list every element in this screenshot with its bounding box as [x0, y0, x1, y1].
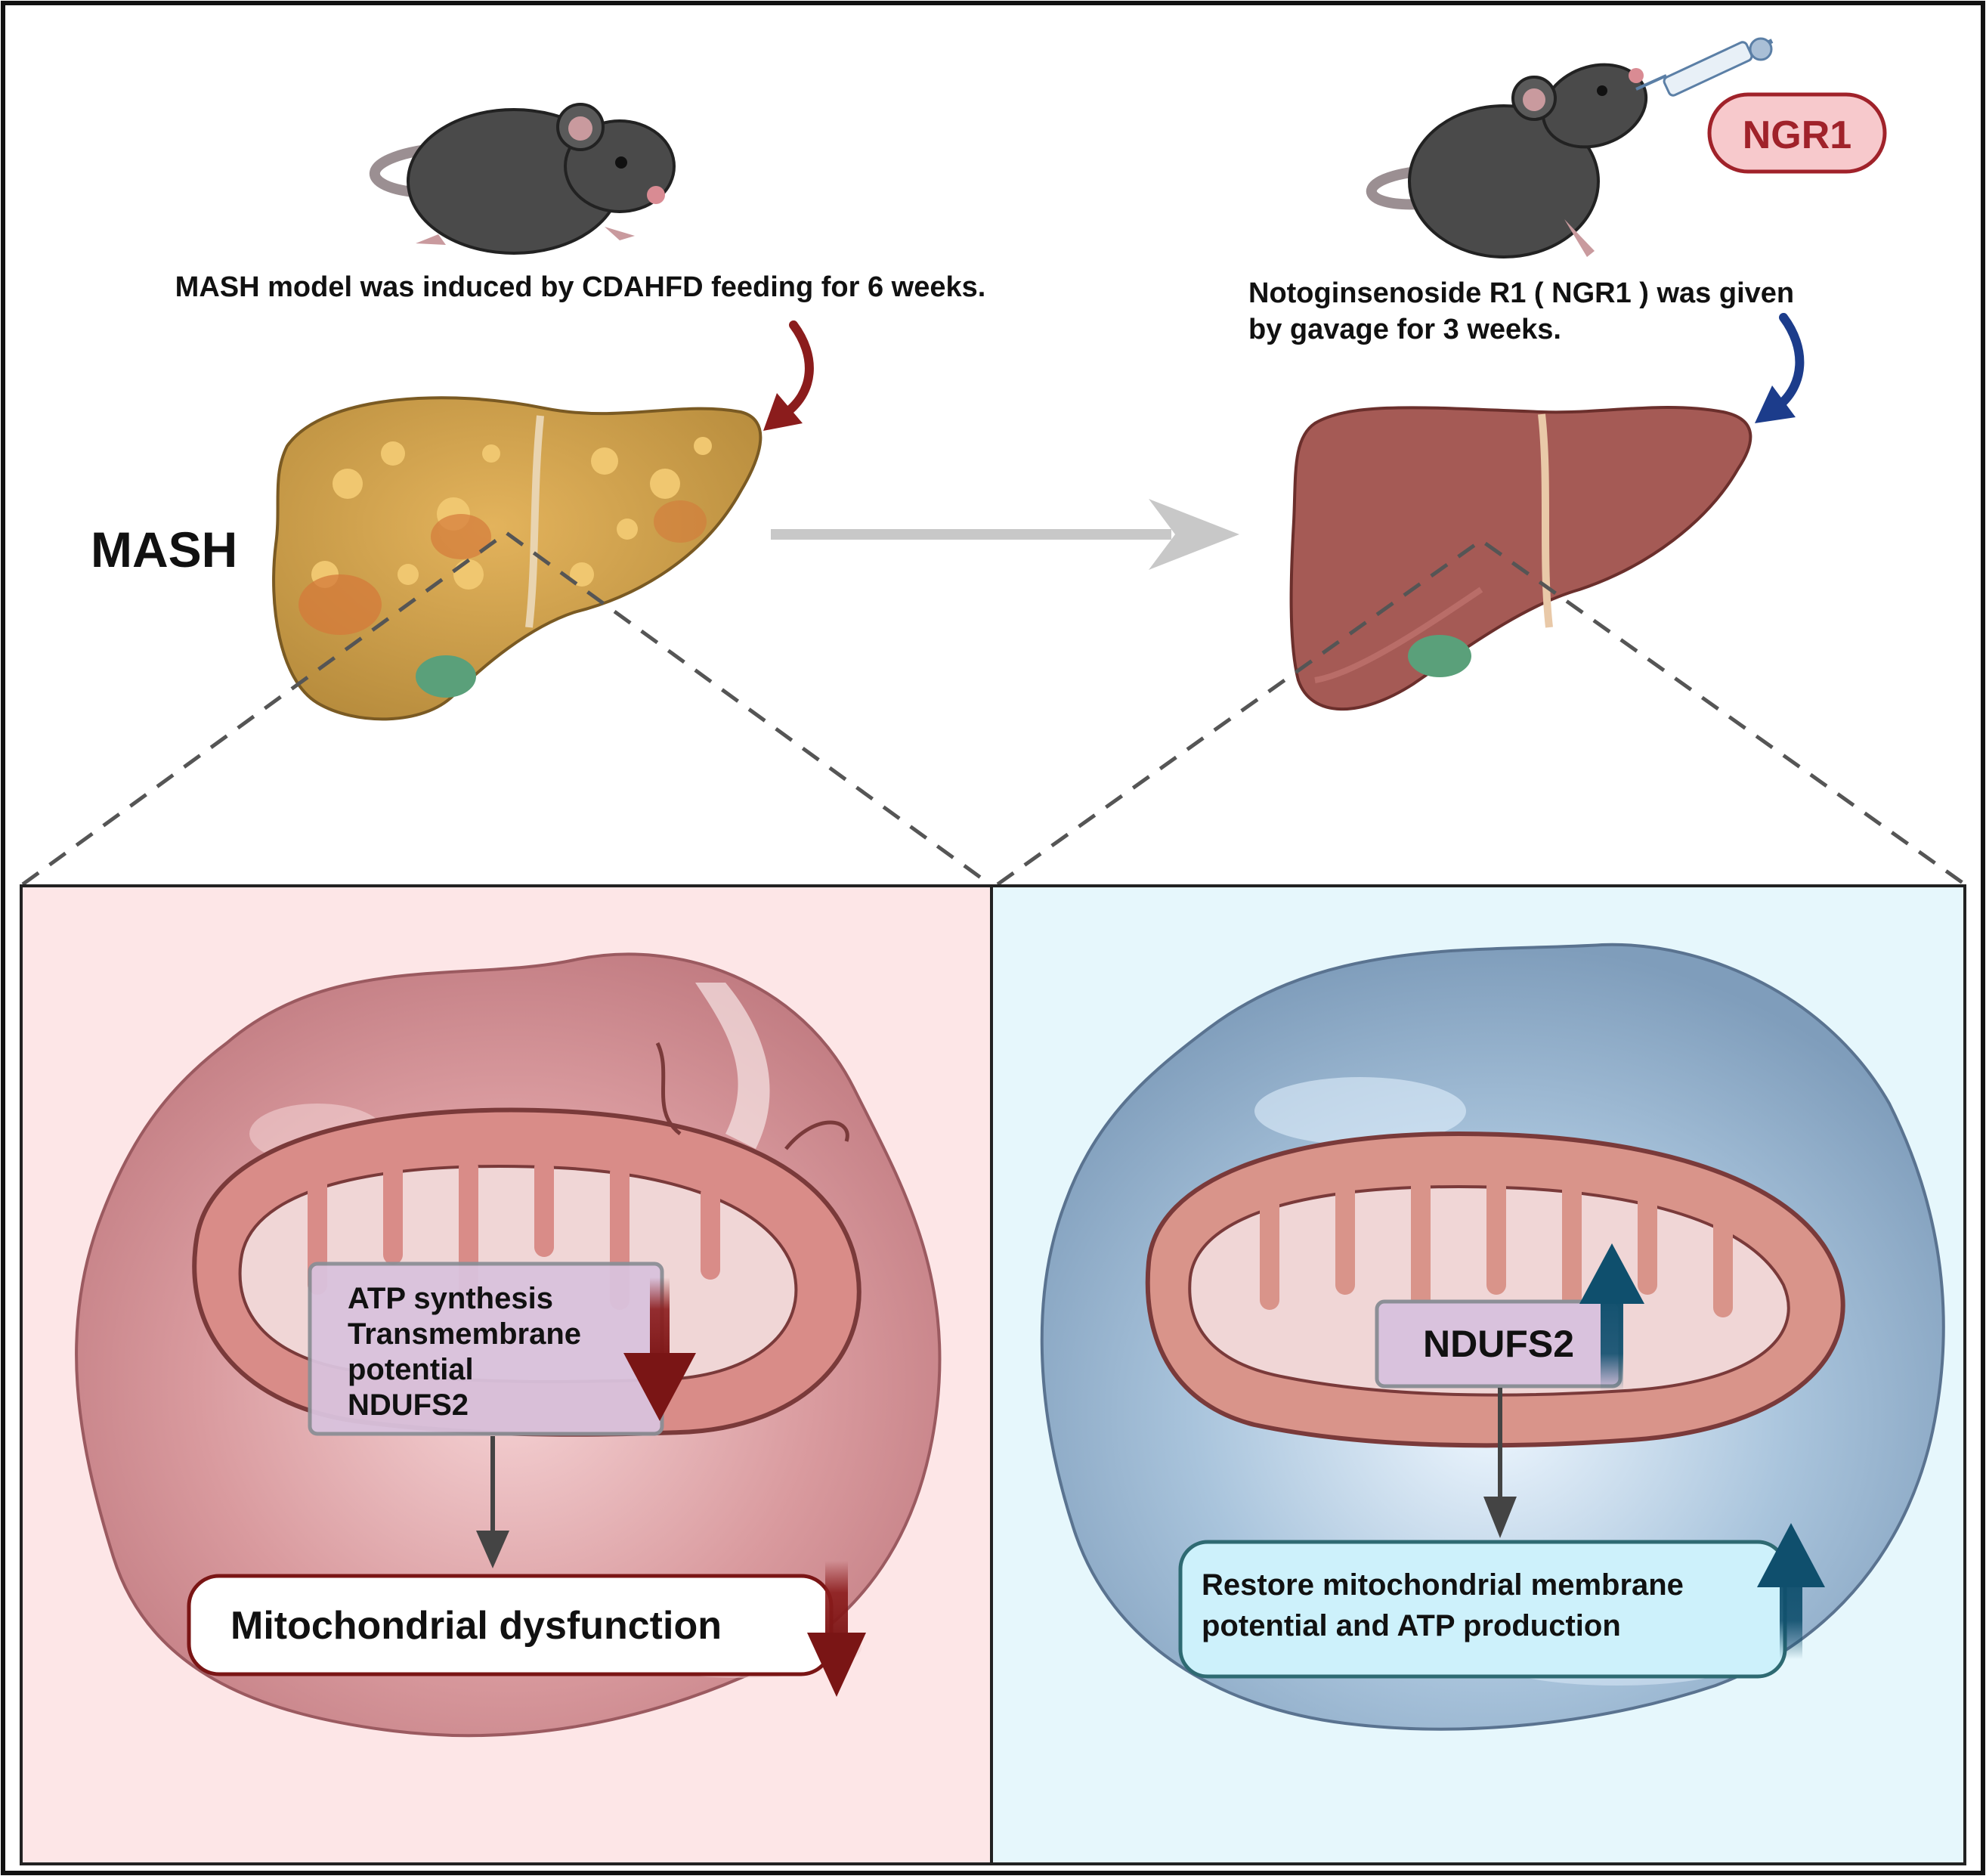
right-result-box: Restore mitochondrial membrane potential… [1178, 1540, 1787, 1679]
healthy-liver-illustration [1289, 405, 1752, 711]
svg-text:Transmembrane: Transmembrane [348, 1317, 581, 1351]
connector-arrow-left [476, 1436, 509, 1568]
mash-liver-illustration [272, 396, 763, 721]
connector-arrow-right [1483, 1388, 1517, 1538]
healthy-mitochondrion [1145, 1131, 1845, 1448]
up-arrow-factor [1579, 1243, 1644, 1391]
svg-text:Restore mitochondrial membrane: Restore mitochondrial membrane [1202, 1568, 1684, 1602]
svg-text:NGR1: NGR1 [1743, 113, 1851, 157]
svg-text:Mitochondrial dysfunction: Mitochondrial dysfunction [230, 1604, 722, 1648]
left-caption: MASH model was induced by CDAHFD feeding… [175, 271, 986, 303]
up-arrow-result [1757, 1523, 1825, 1659]
down-arrow-factors [623, 1277, 696, 1421]
right-factor-box: NDUFS2 [1375, 1299, 1623, 1388]
svg-text:NDUFS2: NDUFS2 [1423, 1323, 1574, 1365]
blue-curved-arrow [1755, 313, 1805, 423]
red-curved-arrow [763, 320, 814, 431]
svg-text:ATP synthesis: ATP synthesis [348, 1282, 553, 1315]
ngr1-badge: NGR1 [1707, 92, 1887, 174]
left-factor-box: ATP synthesis Transmembrane potential ND… [308, 1262, 664, 1436]
left-result-box: Mitochondrial dysfunction [187, 1574, 834, 1676]
svg-text:potential and ATP production: potential and ATP production [1202, 1609, 1621, 1642]
flow-arrow [771, 499, 1239, 570]
mouse-left-illustration [370, 103, 676, 255]
mouse-right-illustration [1366, 63, 1648, 258]
svg-text:NDUFS2: NDUFS2 [348, 1388, 469, 1422]
mash-label: MASH [91, 522, 237, 577]
down-arrow-result [807, 1561, 866, 1697]
svg-text:potential: potential [348, 1353, 474, 1386]
right-caption-line1: Notoginsenoside R1 ( NGR1 ) was given [1248, 277, 1794, 309]
right-caption-line2: by gavage for 3 weeks. [1248, 314, 1561, 345]
syringe-icon [1635, 37, 1774, 97]
